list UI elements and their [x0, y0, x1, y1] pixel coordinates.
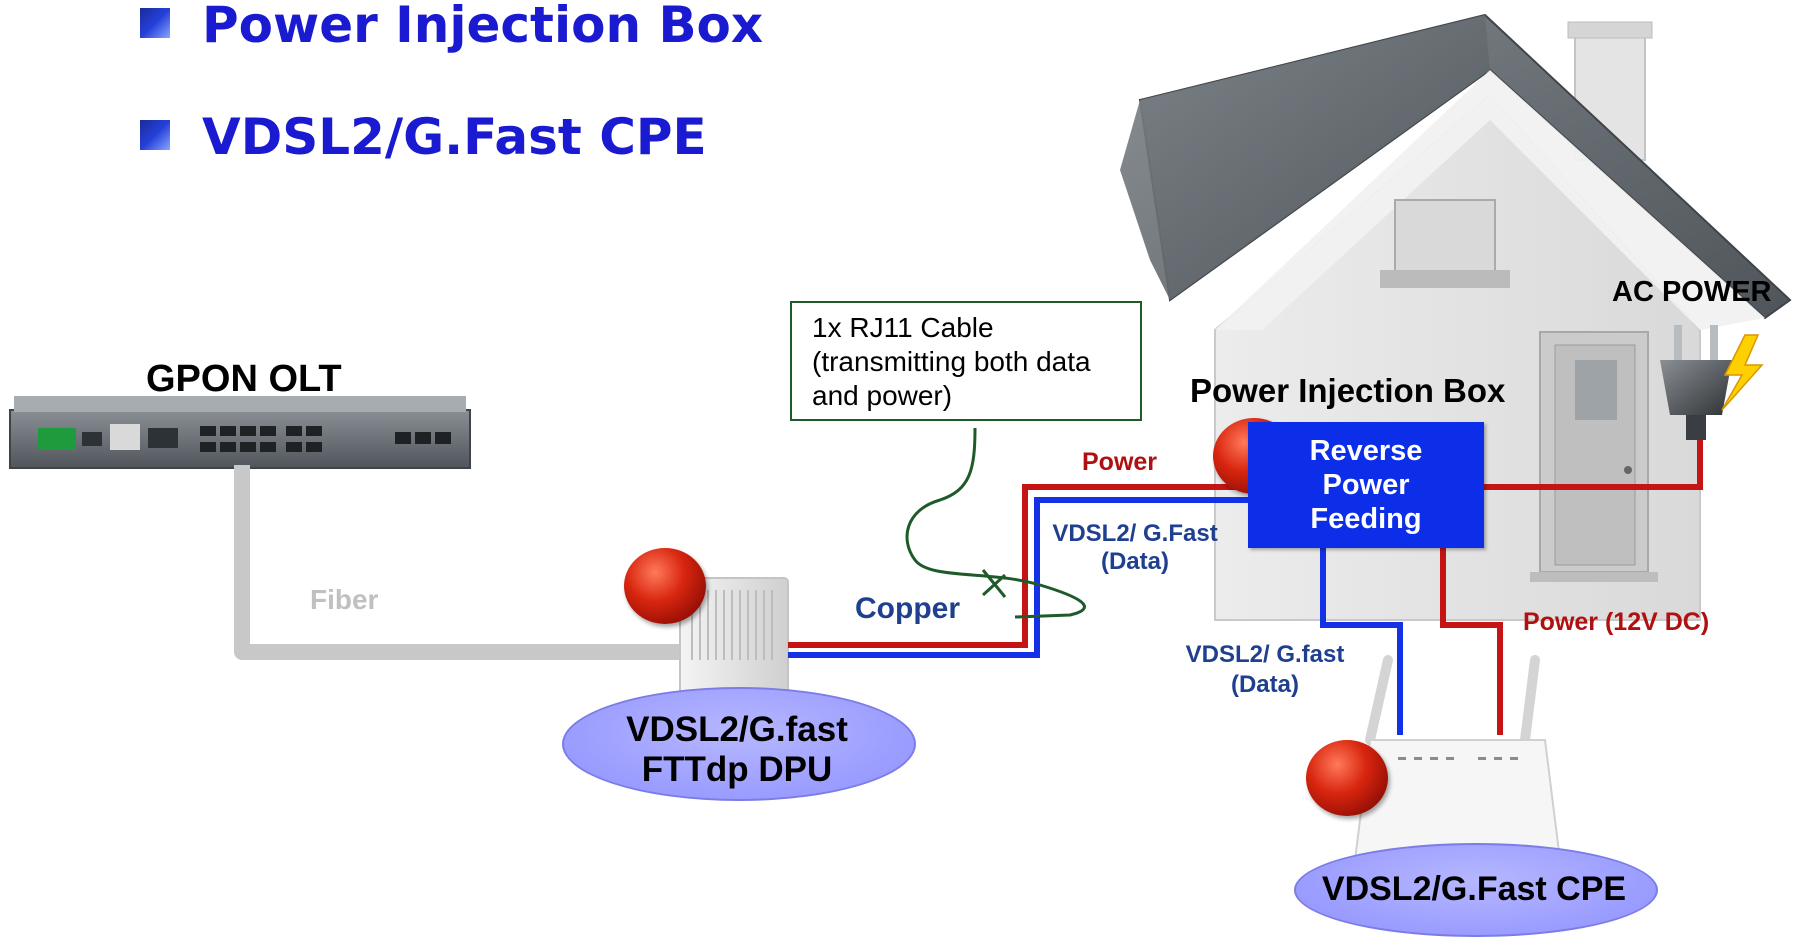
dpu-label-line2: FTTdp DPU — [641, 750, 833, 789]
copper-label: Copper — [855, 592, 960, 625]
callout-line2: (transmitting both data — [812, 346, 1091, 377]
rpf-line1: Reverse — [1309, 435, 1423, 467]
bullet-square-icon — [140, 8, 170, 38]
gpon-olt-label: GPON OLT — [146, 358, 342, 400]
data-line-cpe — [1320, 548, 1403, 735]
reverse-power-feeding-box: Reverse Power Feeding — [1248, 422, 1484, 548]
dpu-label-line1: VDSL2/G.fast — [626, 710, 848, 749]
fiber-label: Fiber — [310, 584, 379, 615]
vdsl-data-bottom-line1: VDSL2/ G.fast — [1185, 641, 1345, 668]
bullet-square-icon — [140, 120, 170, 150]
power-line-ac — [1484, 435, 1703, 490]
power-12v-label: Power (12V DC) — [1523, 608, 1710, 636]
vdsl-data-label-bottom: VDSL2/ G.fast (Data) — [1170, 640, 1360, 700]
dpu-ellipse — [562, 687, 916, 801]
olt-device-icon — [9, 396, 471, 469]
fiber-line — [234, 465, 700, 660]
vdsl-data-label-top: VDSL2/ G.Fast (Data) — [1040, 520, 1230, 576]
bullet-vdsl-cpe: VDSL2/G.Fast CPE — [140, 108, 707, 166]
power-label: Power — [1082, 448, 1158, 476]
callout-pointer — [905, 427, 1086, 619]
callout-line3: and power) — [812, 380, 953, 411]
red-marker-icon — [624, 548, 706, 624]
callout-arrowhead — [981, 569, 1007, 598]
cpe-label: VDSL2/G.Fast CPE — [1321, 870, 1627, 908]
router-icon — [1353, 655, 1562, 861]
bullet-text: VDSL2/G.Fast CPE — [202, 108, 707, 166]
data-line-copper — [788, 497, 1255, 658]
rpf-line3: Feeding — [1310, 503, 1422, 535]
red-marker-icon — [1306, 740, 1388, 816]
ac-plug-icon — [1660, 325, 1764, 440]
power-line-cpe — [1440, 548, 1503, 735]
bullet-text: Power Injection Box — [202, 0, 764, 54]
callout-line1: 1x RJ11 Cable — [812, 312, 994, 343]
ac-power-label: AC POWER — [1612, 276, 1772, 308]
rpf-line2: Power — [1322, 469, 1410, 501]
vdsl-data-top-line2: (Data) — [1100, 548, 1169, 575]
bullet-power-injection-box: Power Injection Box — [140, 0, 763, 54]
vdsl-data-bottom-line2: (Data) — [1230, 671, 1299, 698]
rj11-callout: 1x RJ11 Cable (transmitting both data an… — [790, 301, 1142, 421]
power-injection-box-label: Power Injection Box — [1190, 372, 1506, 409]
power-line-copper — [788, 484, 1255, 648]
vdsl-data-top-line1: VDSL2/ G.Fast — [1052, 520, 1218, 547]
dpu-label: VDSL2/G.fast FTTdp DPU — [592, 710, 882, 790]
